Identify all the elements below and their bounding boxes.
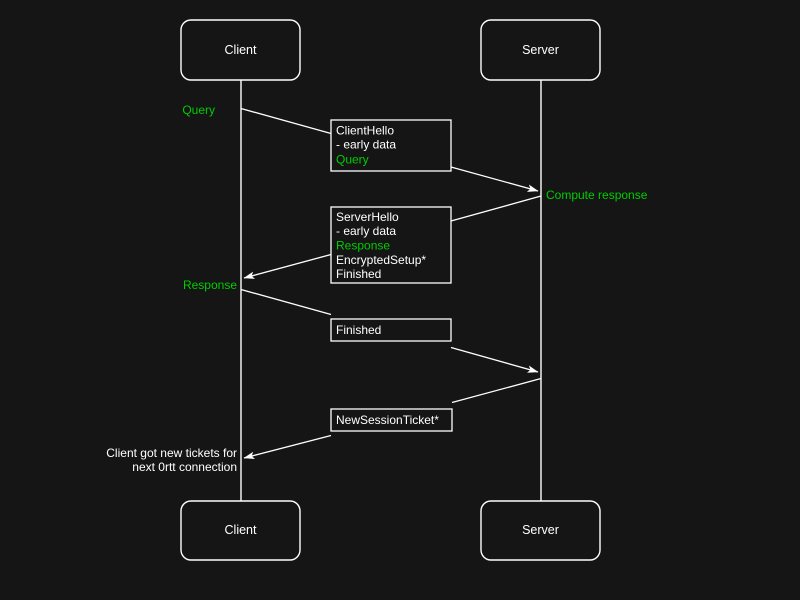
message-box-new-session-ticket[interactable]: NewSessionTicket* (330, 408, 453, 432)
participant-server-top-label: Server (522, 43, 559, 57)
participant-server-bottom-label: Server (522, 523, 559, 537)
message-box-new-session-ticket-rect (330, 408, 453, 432)
message-box-server-hello-line-0: ServerHello (336, 210, 399, 224)
participant-server-top-box (480, 19, 601, 81)
note-client-tickets: Client got new tickets for next 0rtt con… (106, 446, 237, 474)
message-box-client-hello-line-2: Query (336, 153, 369, 167)
participant-client-bottom-box (180, 500, 301, 561)
label-query: Query (182, 103, 215, 117)
message-box-client-hello[interactable]: ClientHello - early data Query (330, 119, 452, 172)
participant-client-bottom-label: Client (225, 523, 257, 537)
participant-server-bottom[interactable]: Server (480, 500, 601, 561)
message-box-server-hello-line-1: - early data (336, 224, 396, 238)
arrow-new-session-ticket-segment-right (451, 377, 542, 404)
message-box-client-hello-line-0: ClientHello (336, 124, 394, 138)
participant-client-bottom[interactable]: Client (180, 500, 301, 561)
message-box-server-hello[interactable]: ServerHello - early data Response Encryp… (330, 206, 452, 284)
arrow-client-hello (240, 107, 539, 192)
note-client-tickets-line-2: next 0rtt connection (132, 460, 237, 474)
arrow-finished-segment-right (450, 346, 539, 373)
note-client-tickets-line-1: Client got new tickets for (106, 446, 237, 460)
message-box-new-session-ticket-line-0: NewSessionTicket* (336, 413, 439, 427)
arrow-server-hello-segment-right (450, 195, 542, 222)
participant-client-top-box (180, 19, 301, 81)
participant-server-top[interactable]: Server (480, 19, 601, 81)
message-box-server-hello-rect (330, 206, 452, 284)
message-box-finished[interactable]: Finished (330, 318, 452, 342)
label-response: Response (183, 278, 237, 292)
participant-server-bottom-box (480, 500, 601, 561)
arrow-client-hello-segment-left (240, 107, 332, 135)
message-box-finished-rect (330, 318, 452, 342)
arrow-new-session-ticket (243, 377, 542, 460)
message-box-client-hello-line-1: - early data (336, 138, 396, 152)
arrow-finished-segment-left (240, 288, 332, 316)
arrow-finished (240, 288, 539, 373)
message-box-server-hello-line-2: Response (336, 239, 390, 253)
participant-client-top-label: Client (225, 43, 257, 57)
message-box-server-hello-line-4: Finished (336, 267, 381, 281)
arrow-server-hello (243, 195, 542, 279)
participant-client-top[interactable]: Client (180, 19, 301, 81)
message-box-server-hello-line-3: EncryptedSetup* (336, 253, 426, 267)
message-box-client-hello-rect (330, 119, 452, 172)
arrow-server-hello-segment-left (243, 253, 332, 279)
arrow-client-hello-segment-right (450, 166, 539, 192)
arrow-new-session-ticket-segment-left (243, 434, 332, 460)
message-box-finished-line-0: Finished (336, 323, 381, 337)
label-compute-response: Compute response (546, 188, 648, 202)
